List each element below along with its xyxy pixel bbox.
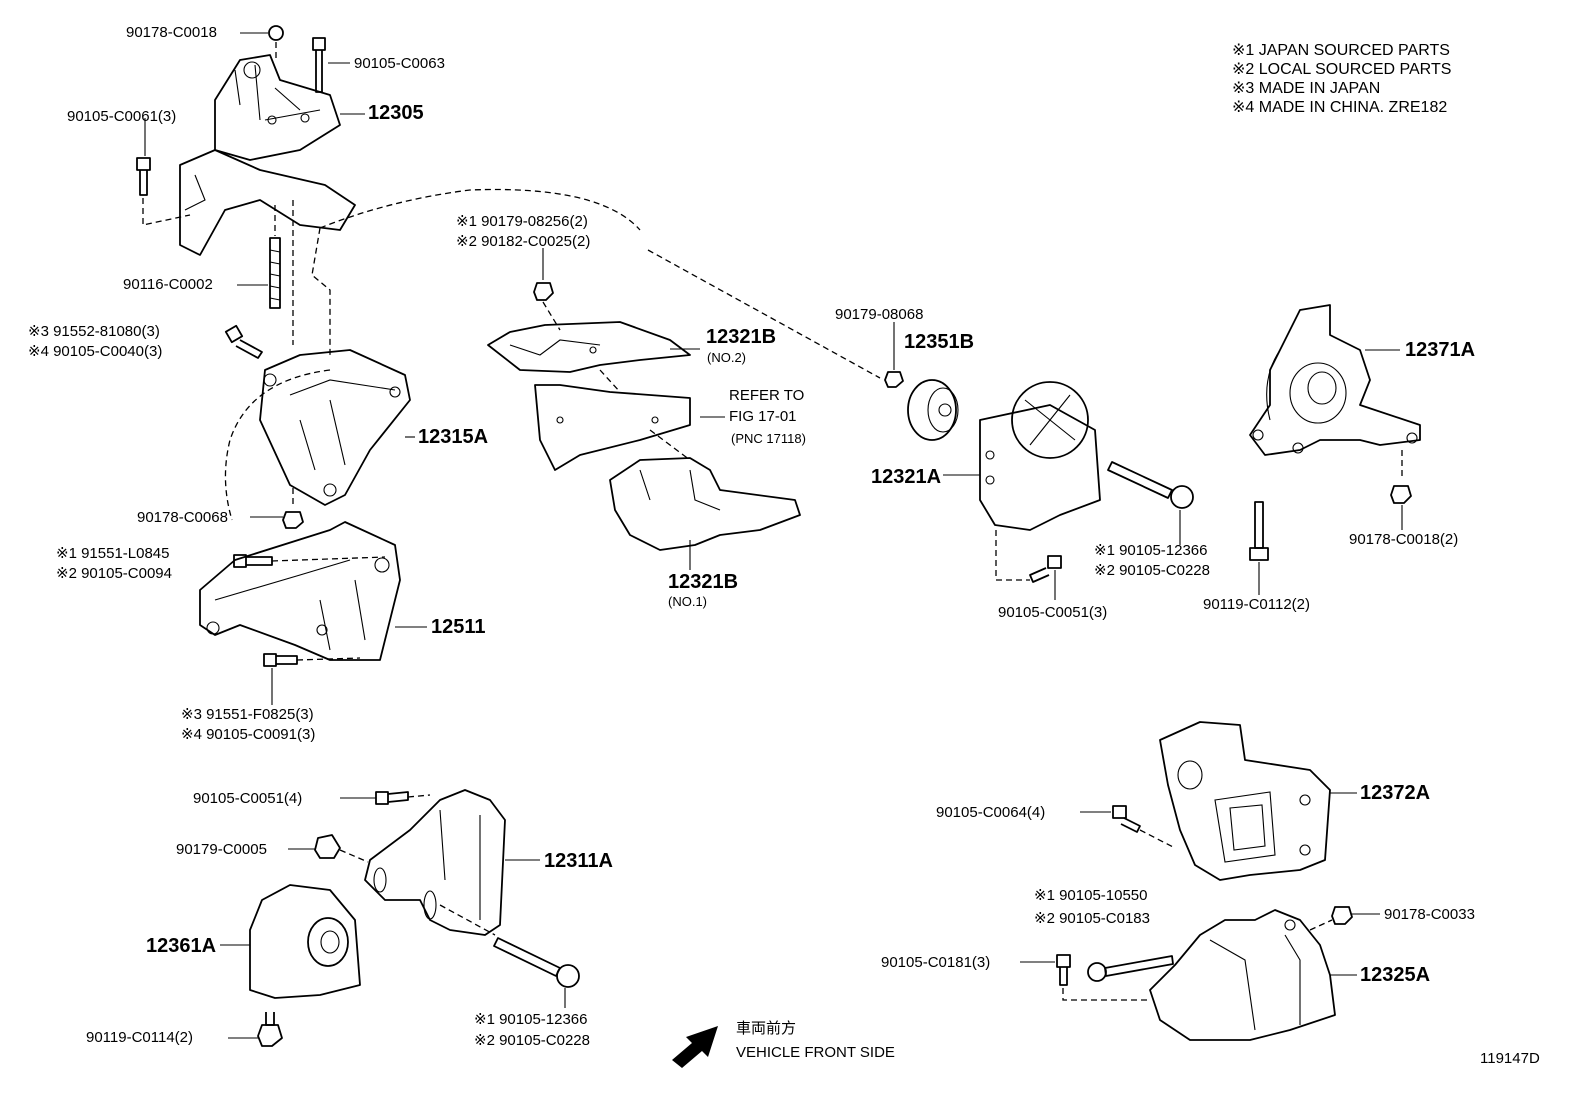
- label-12321B-no2: 12321B: [706, 326, 777, 348]
- part-12372A-drawing: [1159, 721, 1331, 881]
- label-90105-C0061: 90105-C0061(3): [67, 108, 177, 125]
- label-12372A: 12372A: [1360, 782, 1431, 804]
- label-90119-C0114: 90119-C0114(2): [86, 1029, 194, 1046]
- label-90178-C0018-2: 90178-C0018(2): [1349, 531, 1459, 548]
- label-90105-C0228-b: ※2 90105-C0228: [474, 1032, 590, 1049]
- bolt-90105-C0051-4-drawing: [375, 791, 431, 805]
- bolt-90105-12366-b-drawing: [439, 904, 580, 988]
- nut-90179-08068-drawing: [884, 371, 904, 388]
- bolt-90119-C0114-drawing: [257, 1012, 283, 1047]
- label-91551-F0825: ※3 91551-F0825(3): [181, 706, 314, 723]
- label-90105-C0094: ※2 90105-C0094: [56, 565, 172, 582]
- nut-90179-08256-drawing: [533, 282, 561, 331]
- label-90105-C0228-a: ※2 90105-C0228: [1094, 562, 1210, 579]
- label-90179-08256: ※1 90179-08256(2): [456, 213, 588, 230]
- part-12311A-drawing: [364, 789, 506, 936]
- label-90105-C0051-4: 90105-C0051(4): [193, 790, 303, 807]
- bolt-90105-C0061-drawing: [136, 157, 191, 226]
- label-12321A: 12321A: [871, 466, 942, 488]
- label-12371A: 12371A: [1405, 339, 1476, 361]
- nut-90178-C0018-2-drawing: [1390, 450, 1412, 504]
- note-4: ※4 MADE IN CHINA. ZRE182: [1232, 99, 1448, 116]
- label-12351B: 12351B: [904, 331, 975, 353]
- label-90105-12366-b: ※1 90105-12366: [474, 1011, 588, 1028]
- nut-90178-C0068-drawing: [282, 488, 304, 529]
- nut-90178-C0033-drawing: [1309, 906, 1353, 931]
- part-12315A-drawing: [259, 349, 411, 506]
- part-12361A-drawing: [249, 884, 361, 999]
- bolt-90105-C0181-drawing: [1056, 954, 1150, 1001]
- label-90105-C0064: 90105-C0064(4): [936, 804, 1046, 821]
- part-12325A-drawing: [1149, 909, 1336, 1041]
- label-91552-81080: ※3 91552-81080(3): [28, 323, 160, 340]
- leader-lines: [144, 32, 1403, 1039]
- vehicle-front-arrow: [672, 1026, 718, 1068]
- label-refer-fig: FIG 17-01: [729, 408, 797, 425]
- vehicle-front-en: VEHICLE FRONT SIDE: [736, 1044, 895, 1061]
- label-90182-C0025: ※2 90182-C0025(2): [456, 233, 591, 250]
- label-90179-C0005: 90179-C0005: [176, 841, 267, 858]
- label-90116-C0002: 90116-C0002: [123, 276, 213, 293]
- part-12321A-drawing: [979, 381, 1101, 581]
- label-12325A: 12325A: [1360, 964, 1431, 986]
- notes-legend: ※1 JAPAN SOURCED PARTS ※2 LOCAL SOURCED …: [1232, 41, 1451, 117]
- label-90105-C0040: ※4 90105-C0040(3): [28, 343, 163, 360]
- label-90178-C0018: 90178-C0018: [126, 24, 217, 41]
- label-90119-C0112: 90119-C0112(2): [1203, 596, 1311, 613]
- part-12321B-no1-drawing: [609, 429, 801, 551]
- label-91551-L0845: ※1 91551-L0845: [56, 545, 170, 562]
- label-12315A: 12315A: [418, 426, 489, 448]
- part-12321B-refer-drawing: [534, 369, 691, 471]
- bolt-90105-C0051-3-drawing: [1029, 555, 1062, 583]
- part-12321B-no2-drawing: [487, 321, 691, 373]
- label-12321B-no1-sub: (NO.1): [668, 594, 707, 609]
- nut-90179-C0005-drawing: [314, 834, 369, 863]
- bolt-90105-C0063-drawing: [312, 37, 326, 93]
- stud-90119-C0112-drawing: [1249, 501, 1269, 561]
- label-90105-C0051-3: 90105-C0051(3): [998, 604, 1108, 621]
- label-90178-C0033: 90178-C0033: [1384, 906, 1475, 923]
- note-3: ※3 MADE IN JAPAN: [1232, 80, 1381, 97]
- bolt-90105-12366-a-drawing: [1107, 461, 1194, 509]
- bolt-91551-F0825-drawing: [263, 653, 361, 667]
- bolt-91551-L0845-drawing: [233, 554, 386, 568]
- nut-90178-C0018-drawing: [268, 25, 284, 60]
- label-12305: 12305: [368, 102, 424, 124]
- label-90105-C0181: 90105-C0181(3): [881, 954, 991, 971]
- vehicle-front-jp: 車両前方: [736, 1020, 797, 1037]
- figure-id: 119147D: [1480, 1050, 1540, 1067]
- label-90105-C0091: ※4 90105-C0091(3): [181, 726, 316, 743]
- label-90179-08068: 90179-08068: [835, 306, 924, 323]
- bolt-91552-81080-drawing: [224, 324, 263, 359]
- label-90105-10550: ※1 90105-10550: [1034, 887, 1148, 904]
- part-12351B-drawing: [907, 379, 959, 441]
- label-12511: 12511: [431, 616, 486, 638]
- label-12321B-no1: 12321B: [668, 571, 739, 593]
- part-12371A-drawing: [1249, 304, 1421, 456]
- label-refer-to: REFER TO: [729, 387, 805, 404]
- note-2: ※2 LOCAL SOURCED PARTS: [1232, 61, 1452, 78]
- label-90105-12366-a: ※1 90105-12366: [1094, 542, 1208, 559]
- label-90105-C0183: ※2 90105-C0183: [1034, 910, 1150, 927]
- label-12311A: 12311A: [544, 850, 613, 872]
- part-12305-drawing: [179, 54, 356, 256]
- label-refer-pnc: (PNC 17118): [731, 431, 806, 446]
- part-12511-drawing: [199, 521, 401, 661]
- stud-90116-C0002-drawing: [269, 200, 294, 345]
- bolt-90105-10550-drawing: [1087, 955, 1174, 982]
- label-90178-C0068: 90178-C0068: [137, 509, 228, 526]
- label-90105-C0063: 90105-C0063: [354, 55, 445, 72]
- bolt-90105-C0064-drawing: [1112, 805, 1176, 849]
- label-12321B-no2-sub: (NO.2): [707, 350, 746, 365]
- note-1: ※1 JAPAN SOURCED PARTS: [1232, 42, 1450, 59]
- label-12361A: 12361A: [146, 935, 217, 957]
